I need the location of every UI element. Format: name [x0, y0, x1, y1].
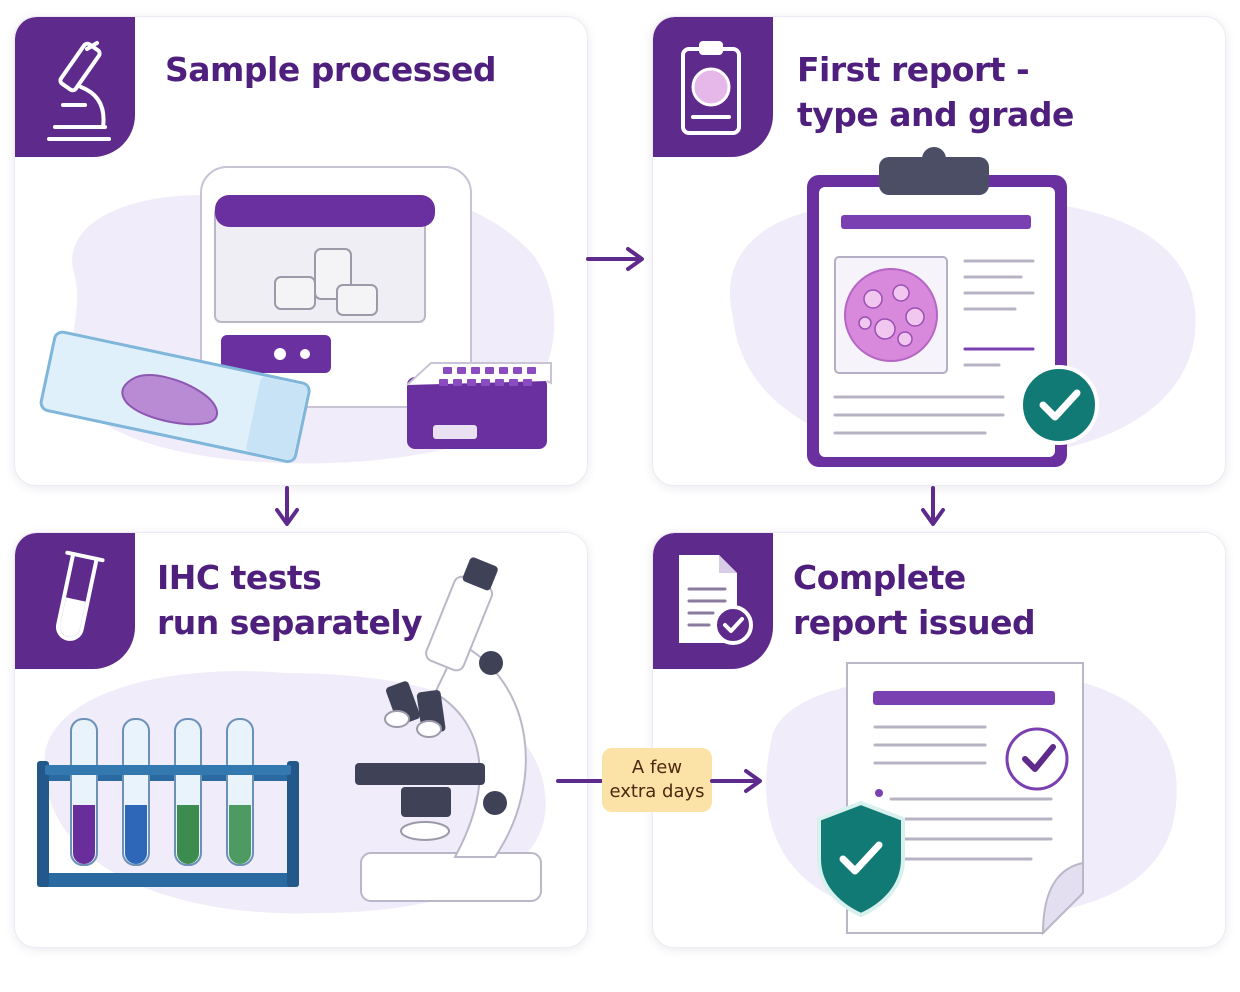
delay-line: A few — [631, 757, 683, 778]
arrow-down-icon — [921, 486, 945, 526]
arrow-right-icon — [710, 769, 762, 793]
title-line: First report - — [797, 50, 1030, 89]
test-tube-icon — [55, 550, 105, 641]
title-line: IHC tests — [157, 558, 322, 597]
step-title: Complete report issued — [793, 555, 1036, 645]
final-report-illustration — [817, 662, 1084, 936]
tissue-processor-illustration — [39, 166, 552, 463]
title-line: type and grade — [797, 95, 1074, 134]
title-line: run separately — [157, 603, 423, 642]
title-line: Sample processed — [165, 50, 497, 89]
title-line: Complete — [793, 558, 966, 597]
arrow-down-icon — [275, 486, 299, 526]
test-tubes-microscope-illustration — [37, 557, 542, 902]
clipboard-report-illustration — [807, 147, 1099, 467]
title-line: report issued — [793, 603, 1036, 642]
arrow-right-icon — [586, 247, 644, 271]
arrow-right-icon — [556, 779, 606, 783]
step-card-ihc-tests: IHC tests run separately — [14, 532, 588, 948]
step-card-first-report: First report - type and grade — [652, 16, 1226, 486]
step-card-sample-processed: Sample processed — [14, 16, 588, 486]
step-badge — [653, 17, 773, 157]
step-title: First report - type and grade — [797, 47, 1074, 137]
step-badge — [15, 533, 135, 669]
step-badge — [653, 533, 773, 669]
step-card-complete-report: Complete report issued — [652, 532, 1226, 948]
delay-line: extra days — [609, 781, 705, 802]
delay-badge: A few extra days — [602, 748, 712, 812]
microscope-icon — [47, 41, 111, 141]
clipboard-icon — [681, 41, 741, 135]
step-title: IHC tests run separately — [157, 555, 423, 645]
step-title: Sample processed — [165, 47, 497, 92]
document-check-icon — [679, 555, 753, 645]
step-badge — [15, 17, 135, 157]
